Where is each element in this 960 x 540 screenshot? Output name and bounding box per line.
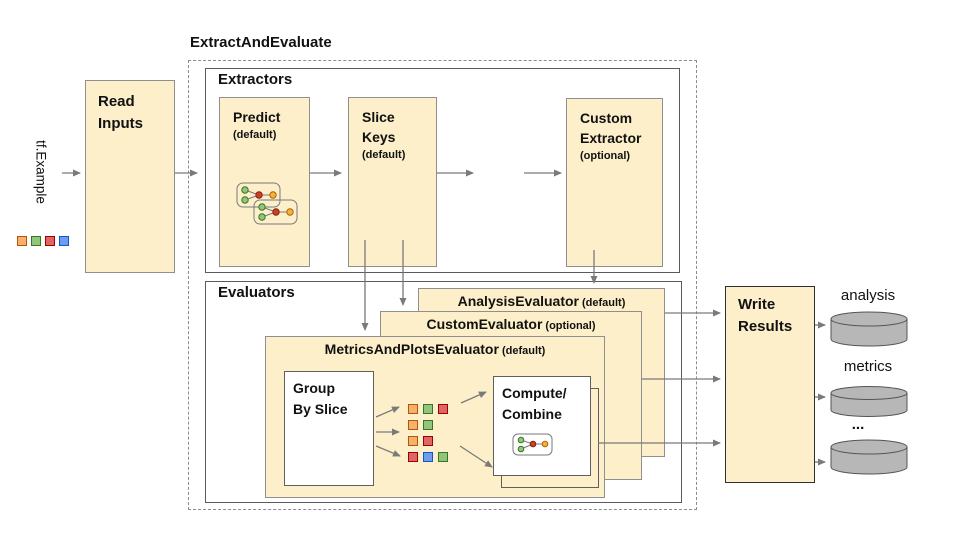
compute-combine-label: Compute/ Combine: [502, 385, 567, 422]
input-example-squares-icon: [17, 236, 69, 246]
predict-extractor-box: Predict (default): [219, 97, 310, 267]
analysis-database-icon: [830, 311, 908, 347]
custom-extractor-box: Custom Extractor (optional): [566, 98, 663, 267]
write-results-label: Write Results: [738, 296, 793, 335]
output-ellipsis-label: ...: [851, 416, 865, 433]
metrics-evaluator-subtitle: (default): [501, 345, 546, 357]
orange-square-icon: [408, 404, 418, 414]
green-square-icon: [31, 236, 41, 246]
blue-square-icon: [59, 236, 69, 246]
output-analysis-label: analysis: [840, 287, 896, 304]
blue-square-icon: [423, 452, 433, 462]
green-square-icon: [423, 404, 433, 414]
metrics-database-icon: [830, 386, 908, 417]
group-by-slice-label: Group By Slice: [293, 380, 348, 417]
evaluators-section-label: Evaluators: [218, 284, 295, 301]
model-graph-icon: [236, 182, 298, 225]
metrics-and-plots-evaluator-box: MetricsAndPlotsEvaluator(default) Group …: [265, 336, 605, 498]
green-square-icon: [423, 420, 433, 430]
extract-and-evaluate-container: [188, 60, 697, 510]
orange-square-icon: [408, 436, 418, 446]
custom-extractor-title: Custom Extractor: [580, 110, 642, 146]
red-square-icon: [438, 404, 448, 414]
output-metrics-label: metrics: [843, 358, 893, 375]
read-inputs-label: Read Inputs: [98, 93, 143, 132]
metrics-graph-icon: [512, 433, 553, 456]
sliced-examples-squares-icon: [408, 404, 448, 462]
write-results-box: Write Results: [725, 286, 815, 483]
analysis-evaluator-title: AnalysisEvaluator: [457, 293, 579, 309]
predict-title: Predict: [233, 109, 281, 125]
slice-keys-extractor-box: Slice Keys (default): [348, 97, 437, 267]
diagram-title: ExtractAndEvaluate: [190, 34, 332, 51]
red-square-icon: [408, 452, 418, 462]
red-square-icon: [423, 436, 433, 446]
orange-square-icon: [17, 236, 27, 246]
green-square-icon: [438, 452, 448, 462]
custom-evaluator-title: CustomEvaluator: [426, 316, 543, 332]
compute-combine-box: Compute/ Combine: [493, 376, 591, 476]
red-square-icon: [45, 236, 55, 246]
analysis-evaluator-subtitle: (default): [582, 297, 626, 309]
custom-extractor-subtitle: (optional): [580, 150, 631, 162]
custom-evaluator-subtitle: (optional): [545, 320, 596, 332]
group-by-slice-box: Group By Slice: [284, 371, 374, 486]
extractors-section-label: Extractors: [218, 71, 293, 88]
predict-subtitle: (default): [233, 129, 277, 141]
input-label-tf-example: tf.Example: [33, 140, 49, 204]
other-database-icon: [830, 439, 908, 475]
metrics-evaluator-title: MetricsAndPlotsEvaluator: [324, 341, 499, 357]
read-inputs-box: Read Inputs: [85, 80, 175, 273]
slice-keys-title: Slice Keys: [362, 109, 396, 145]
slice-keys-subtitle: (default): [362, 149, 406, 161]
orange-square-icon: [408, 420, 418, 430]
